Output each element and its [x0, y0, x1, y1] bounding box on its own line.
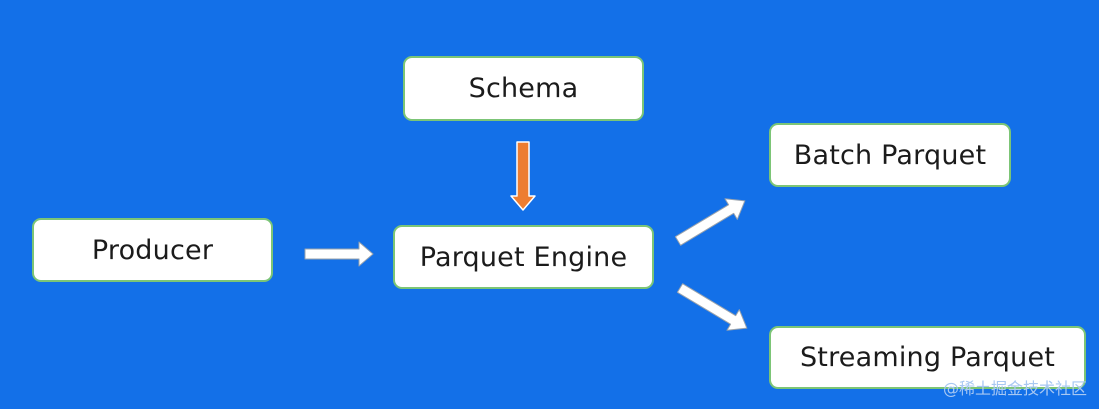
- parquet-engine-label: Parquet Engine: [419, 241, 628, 273]
- streaming-parquet-label: Streaming Parquet: [799, 342, 1056, 373]
- producer-label: Producer: [91, 234, 214, 266]
- schema-node: Schema: [403, 56, 644, 121]
- arrow-schema-to-engine: [510, 141, 536, 211]
- arrow-engine-to-streaming: [676, 283, 748, 331]
- schema-label: Schema: [468, 73, 579, 104]
- watermark: @稀土掘金技术社区: [942, 379, 1087, 398]
- producer-node: Producer: [32, 218, 273, 282]
- batch-parquet-label: Batch Parquet: [793, 139, 987, 171]
- streaming-parquet-node: Streaming Parquet: [769, 326, 1086, 389]
- arrow-producer-to-engine: [304, 241, 374, 267]
- arrow-engine-to-batch: [674, 198, 746, 246]
- batch-parquet-node: Batch Parquet: [769, 123, 1011, 187]
- parquet-engine-node: Parquet Engine: [393, 225, 654, 289]
